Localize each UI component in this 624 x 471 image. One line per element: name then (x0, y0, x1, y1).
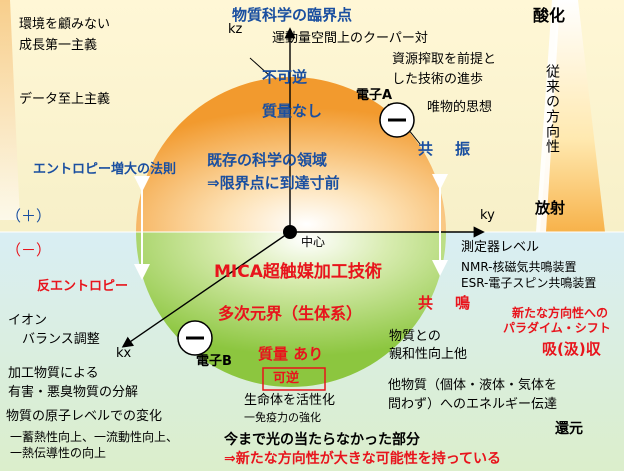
affinity-line1: 物質との (389, 329, 441, 344)
materialism-text: 唯物的思想 (427, 100, 493, 115)
massless-text: 質量なし (262, 102, 323, 120)
electron-b (177, 320, 213, 356)
center-label: 中心 (301, 235, 326, 249)
oxidation-label: 酸化 (533, 6, 566, 25)
critical-point-title: 物質科学の臨界点 (232, 6, 353, 24)
atomic-change-text: 物質の原子レベルでの変化 (6, 409, 163, 424)
resonance-char2: 振 (455, 140, 471, 158)
heat-line2: 一熱伝導性の向上 (10, 446, 107, 460)
plus-label: （＋） (6, 207, 52, 225)
electron-a-label: 電子A (356, 88, 393, 103)
ion-line2: バランス調整 (22, 332, 100, 347)
multidimensional-text: 多次元界（生体系） (218, 304, 363, 323)
upper-hemisphere (136, 77, 446, 232)
mica-technology-text: MICA超触媒加工技術 (214, 262, 382, 282)
absorb-text: 吸(汲)収 (542, 340, 601, 358)
ky-label: ky (480, 208, 495, 223)
reversible-text: 可逆 (273, 371, 300, 386)
electron-b-label: 電子B (196, 354, 232, 369)
anti-entropy-text: 反エントロピー (37, 279, 129, 294)
immunity-text: 一免疫力の強化 (244, 411, 321, 424)
cooper-pair-text: 運動量空間上のクーパー対 (272, 31, 428, 46)
reduction-label: 還元 (555, 421, 583, 437)
ion-line1: イオン (8, 313, 48, 328)
energy-transfer-line1: 他物質（個体・液体・気体を (388, 378, 558, 393)
lower-hemisphere (136, 232, 446, 387)
resonance-char1: 共 (418, 140, 434, 158)
minus-label: （－） (6, 241, 52, 259)
mass-text: 質量 あり (258, 345, 324, 363)
paradigm-line2: パラダイム・シフト (503, 321, 611, 335)
resonance2-char2: 鳴 (455, 294, 471, 312)
growth-first-line2: 成長第一主義 (19, 38, 98, 53)
radiation-label: 放射 (535, 199, 566, 217)
center-point (283, 225, 297, 239)
growth-first-line1: 環境を顧みない (19, 17, 111, 32)
reversible-box (262, 367, 326, 391)
data-first-text: データ至上主義 (19, 92, 111, 107)
entropy-law-text: エントロピー増大の法則 (33, 162, 177, 177)
unseen-part-text: 今まで光の当たらなかった部分 (224, 432, 420, 448)
nmr-text: NMR-核磁気共鳴装置 (461, 260, 577, 274)
energy-transfer-line2: 問わず）へのエネルギー伝達 (388, 397, 558, 412)
existing-domain-line2: ⇒限界点に到達寸前 (207, 174, 340, 192)
cooper-leader (249, 57, 271, 77)
electron-a (379, 102, 415, 138)
processed-line2: 有害・悪臭物質の分解 (8, 385, 139, 400)
left-light-beam (0, 0, 20, 220)
activate-text: 生命体を活性化 (244, 393, 336, 408)
affinity-line2: 親和性向上他 (389, 347, 468, 362)
resource-line1: 資源搾取を前提と (392, 52, 497, 67)
kx-axis (121, 231, 291, 348)
resource-line2: した技術の進歩 (392, 72, 484, 87)
processed-line1: 加工物質による (8, 366, 99, 381)
irreversible-text: 不可逆 (262, 68, 308, 86)
kx-label: kx (116, 346, 132, 361)
existing-domain-line1: 既存の科学の領域 (207, 151, 328, 169)
heat-line1: 一蓄熱性向上、一流動性向上、 (10, 430, 179, 444)
kz-label: kz (228, 22, 243, 37)
possibility-text: ⇒新たな方向性が大きな可能性を持っている (224, 451, 502, 467)
instrument-level-text: 測定器レベル (461, 240, 540, 255)
resonance2-char1: 共 (418, 294, 434, 312)
past-direction-label: 従来の方向性 (544, 64, 560, 154)
paradigm-line1: 新たな方向性への (512, 306, 609, 320)
right-beam-core (536, 0, 560, 232)
esr-text: ESR-電子スピン共鳴装置 (461, 276, 597, 290)
